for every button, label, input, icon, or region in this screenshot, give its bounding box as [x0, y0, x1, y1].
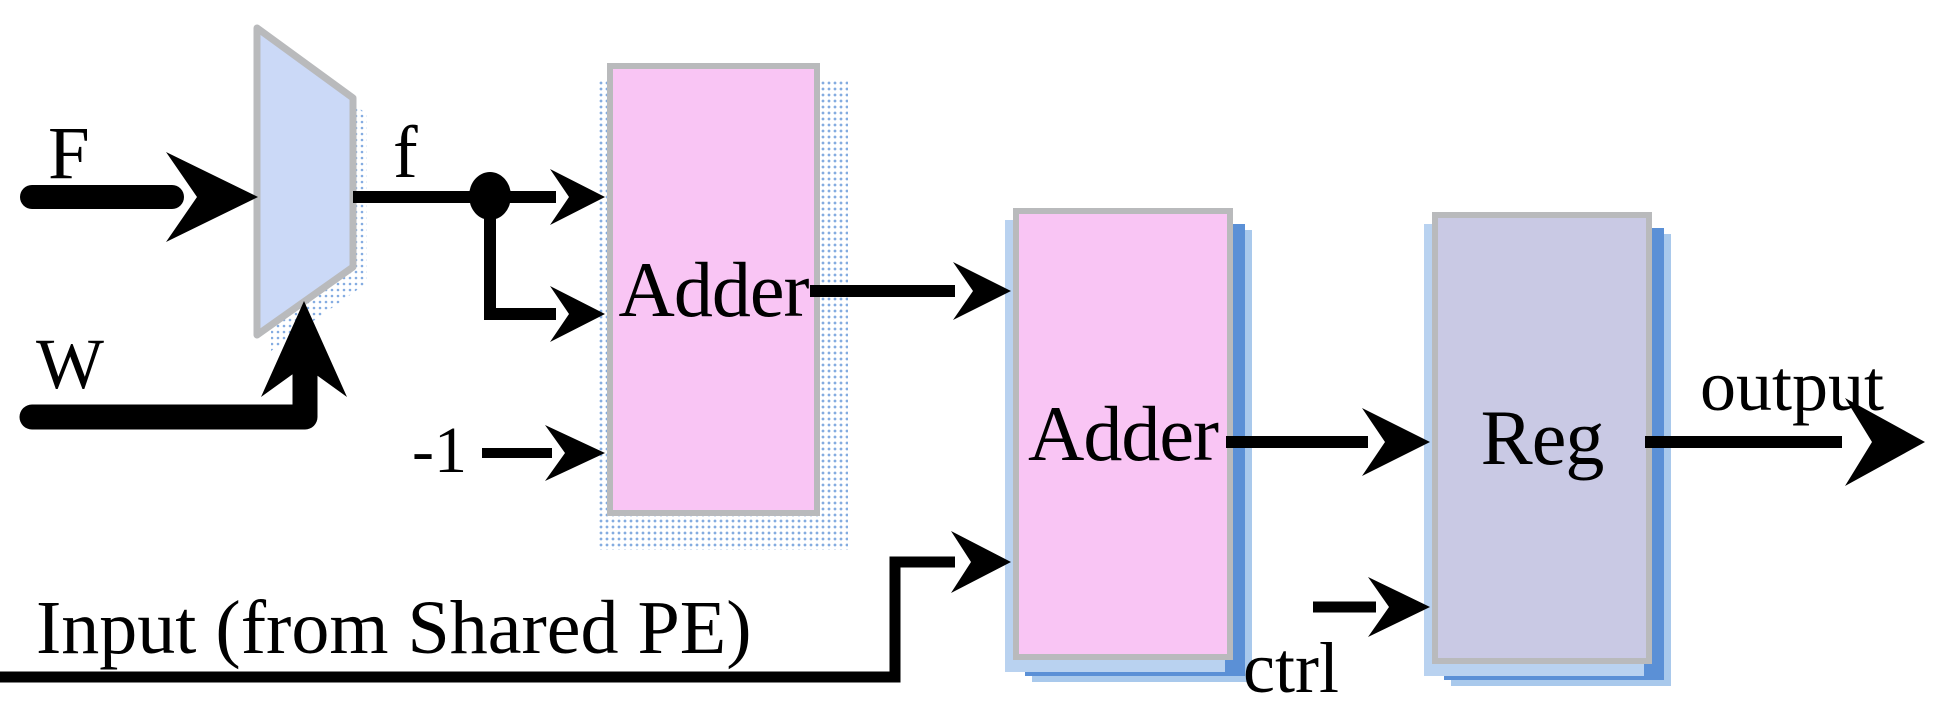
ctrl-arrowhead — [1368, 577, 1430, 637]
neg1-arrowhead — [545, 425, 605, 481]
mux-dotted-shadow — [271, 44, 367, 351]
label-shared-input: Input (from Shared PE) — [36, 586, 752, 670]
fanout-branch-wire — [484, 197, 556, 320]
shared-input-arrowhead — [951, 531, 1011, 593]
adder2-label: Adder — [1028, 390, 1219, 477]
adder1-label: Adder — [618, 245, 810, 333]
junction-dot — [469, 172, 511, 220]
reg-label: Reg — [1480, 394, 1605, 481]
label-output: output — [1700, 346, 1885, 426]
adder2-block: Adder — [1013, 208, 1233, 660]
label-ctrl: ctrl — [1243, 628, 1339, 708]
fanout-lower-arrowhead — [550, 286, 605, 342]
label-w-input: W — [36, 324, 104, 404]
fanout-upper-arrowhead — [550, 169, 605, 225]
adder1-to-adder2-arrowhead — [953, 262, 1011, 320]
label-mux-output-f: f — [393, 112, 418, 194]
label-f-upper: F — [48, 112, 90, 195]
label-neg-one: -1 — [412, 414, 467, 487]
reg-block: Reg — [1432, 212, 1652, 664]
adder2-to-reg-arrowhead — [1362, 408, 1430, 476]
mux-trapezoid — [253, 24, 357, 339]
f-input-arrowhead — [166, 152, 258, 242]
w-input-arrowhead — [261, 301, 347, 397]
adder1-block: Adder — [607, 63, 820, 516]
